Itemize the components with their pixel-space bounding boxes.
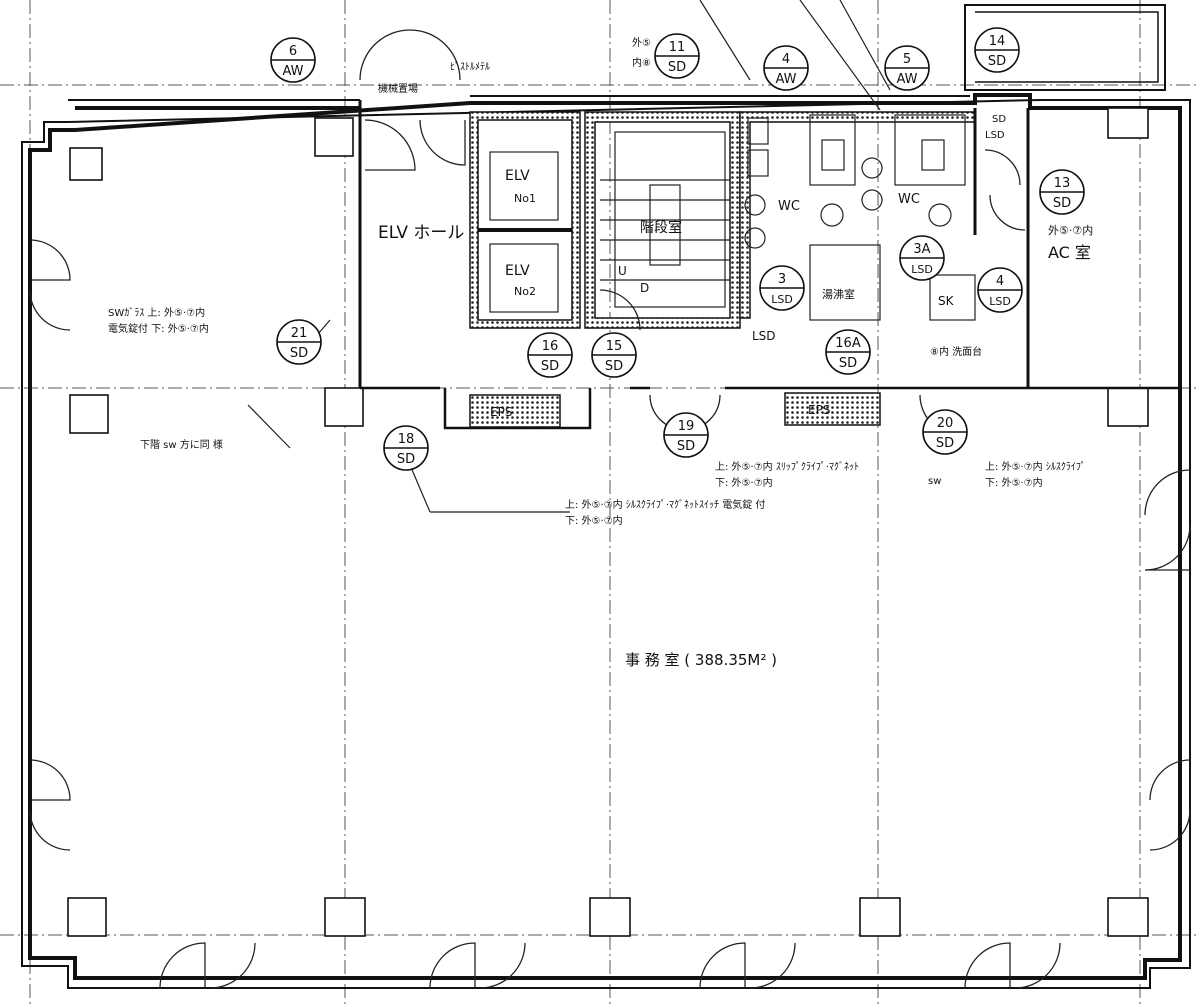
stair-label: 階段室	[640, 219, 682, 236]
elv2-label: ELV	[505, 263, 530, 279]
columns	[67, 107, 1149, 937]
door-tag-number: 19	[678, 419, 695, 434]
wc-right-label: WC	[898, 192, 920, 207]
door-tag-type: SD	[290, 346, 308, 361]
wc-left-label: WC	[778, 199, 800, 214]
door-tag-type: SD	[605, 359, 623, 374]
door-tag-number: 20	[937, 416, 954, 431]
door-tag-type: AW	[282, 64, 303, 79]
exterior-walls	[21, 4, 1191, 989]
note-19-line1: 上: 外⑤·⑦内 ｽﾘｯﾌﾟｸﾗｲﾌﾟ·ﾏｸﾞﾈｯﾄ	[715, 460, 859, 473]
door-tag-type: SD	[839, 356, 857, 371]
door-tag-type: AW	[896, 72, 917, 87]
door-tag-number: 16A	[835, 336, 861, 351]
door-tag-number: 21	[291, 326, 308, 341]
ac-note: 外⑤·⑦内	[1048, 223, 1093, 237]
office-label: 事 務 室 ( 388.35M² )	[625, 651, 777, 669]
pantry-label: 湯沸室	[822, 287, 855, 301]
elv-hall-label: ELV ホール	[378, 223, 464, 243]
door-tag-number: 5	[903, 52, 911, 67]
lsd-note: LSD	[752, 329, 776, 343]
elv1-number: No1	[514, 192, 536, 205]
note-18-line2: 下: 外⑤·⑦内	[565, 514, 623, 527]
door-tag-number: 14	[989, 34, 1006, 49]
top-note: ﾋﾞｽﾄﾙﾒﾃﾙ	[450, 61, 490, 73]
door-tag-type: AW	[775, 72, 796, 87]
door-tag-number: 3	[778, 272, 786, 287]
door-tag-type: SD	[677, 439, 695, 454]
note-20-line1: 上: 外⑤·⑦内 ｼﾙｽｸﾗｲﾌﾟ	[985, 460, 1086, 473]
handwash-note: ⑧内 洗面台	[930, 345, 982, 358]
ac-room-label: AC 室	[1048, 243, 1091, 262]
door-tag-number: 11	[669, 40, 686, 55]
fixtures	[744, 117, 952, 249]
note-left-bottom: 下階 sw 方に同 様	[140, 438, 223, 451]
door-tag-type: LSD	[989, 295, 1011, 308]
door-tag-type: SD	[988, 54, 1006, 69]
eps-left-label: EPS	[490, 405, 512, 419]
door-tag: 4AW	[763, 45, 809, 91]
stair-up-mark: U	[618, 264, 627, 278]
door-tag-number: 18	[398, 432, 415, 447]
door-tag: 6AW	[270, 37, 316, 83]
note-20-line2: 下: 外⑤·⑦内	[985, 476, 1043, 489]
eps-right-label: EPS	[808, 403, 830, 417]
door-tag-type: SD	[936, 436, 954, 451]
door-tag-number: 15	[606, 339, 623, 354]
door-tag-number: 4	[782, 52, 790, 67]
elv2-number: No2	[514, 285, 536, 298]
door-tag-number: 3A	[913, 242, 930, 257]
note-19-line2: 下: 外⑤·⑦内	[715, 476, 773, 489]
door-tag: 16A SD	[825, 329, 871, 375]
note-11-a: 外⑤	[632, 37, 651, 49]
door-tag-type: SD	[668, 60, 686, 75]
door-swings	[29, 29, 1191, 989]
door-tag-type: LSD	[911, 263, 933, 276]
door-tag: 5AW	[884, 45, 930, 91]
sk-label: SK	[938, 294, 955, 308]
door-tag-type: SD	[1053, 196, 1071, 211]
door-tag: 3A LSD	[899, 235, 945, 281]
door-tag-type: SD	[397, 452, 415, 467]
note-11-b: 内⑧	[632, 56, 651, 69]
door-tag-number: 13	[1054, 176, 1071, 191]
leader-lines	[247, 0, 891, 513]
door14-sub-lsd: LSD	[985, 130, 1005, 141]
roof-note: 機械置場	[378, 82, 418, 95]
door-tag-number: 16	[542, 339, 559, 354]
elv1-label: ELV	[505, 168, 530, 184]
door-tag-type: SD	[541, 359, 559, 374]
stair-down-mark: D	[640, 281, 649, 295]
door14-sub-sd: SD	[992, 114, 1006, 125]
door-tag-number: 4	[996, 274, 1004, 289]
note-21-line2: 電気錠付 下: 外⑤·⑦内	[108, 322, 209, 335]
door-tag-type: LSD	[771, 293, 793, 306]
note-18-line1: 上: 外⑤·⑦内 ｼﾙｽｸﾗｲﾌﾟ·ﾏｸﾞﾈｯﾄｽｲｯﾁ 電気錠 付	[565, 498, 765, 511]
door-tag-number: 6	[289, 44, 297, 59]
note-21-line1: SWｶﾞﾗｽ 上: 外⑤·⑦内	[108, 306, 205, 319]
note-19-sw: sw	[928, 476, 941, 487]
core-walls	[358, 100, 1180, 430]
